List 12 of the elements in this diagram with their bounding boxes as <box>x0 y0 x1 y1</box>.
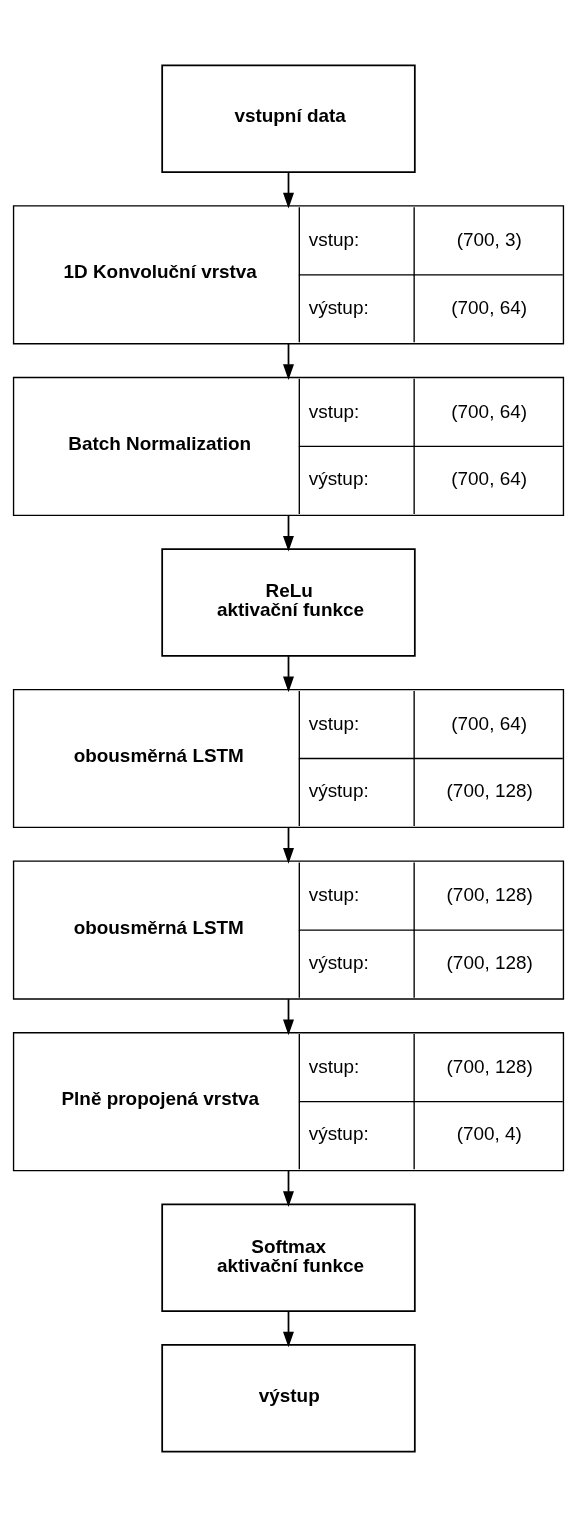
arrow <box>283 1169 294 1207</box>
arrow <box>283 1310 294 1348</box>
arrow <box>283 171 294 209</box>
arrow <box>283 655 294 693</box>
arrow <box>283 343 294 380</box>
arrow <box>283 514 294 552</box>
node-box: ReLu aktivační funkce <box>161 548 416 657</box>
node-box: vstupní data <box>161 64 416 173</box>
node-box: výstup <box>161 1343 416 1453</box>
arrow <box>283 826 294 864</box>
arrow <box>283 998 294 1036</box>
node-box: Softmax aktivační funkce <box>161 1203 416 1312</box>
